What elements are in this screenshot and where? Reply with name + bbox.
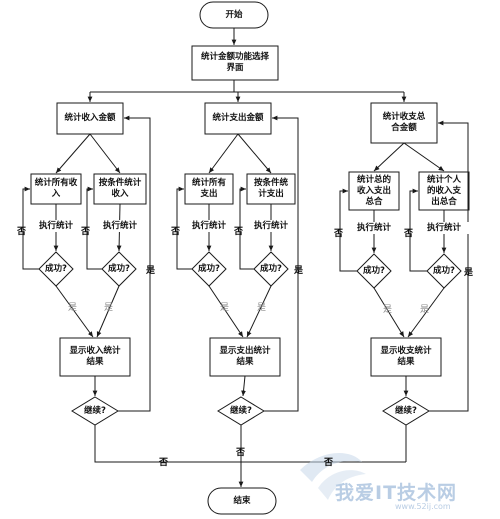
total-exec-all-label: 执行统计 <box>348 222 400 234</box>
total-success-all-label: 成功? <box>363 265 385 276</box>
expense-exec-all-label: 执行统计 <box>183 220 235 232</box>
income-all-node: 统计所有收 入 <box>34 178 78 199</box>
total-all-yes-edge <box>373 287 405 338</box>
total-continue-yes-edge <box>429 120 469 412</box>
income-all-yes-edge <box>55 285 94 338</box>
total-cond-yes-label: 是 <box>420 305 430 315</box>
total-title-node: 统计收支总 合金额 <box>382 112 426 133</box>
income-title-node: 统计收入金额 <box>64 113 116 123</box>
income-result-shape <box>59 337 131 377</box>
expense-cond-no-label: 否 <box>234 227 244 237</box>
total-cond-retry-edge <box>409 188 427 272</box>
watermark-url: www.52ij.com <box>395 502 451 511</box>
continue-no-merge-edges <box>94 425 407 463</box>
income-cond-yes-edge <box>96 285 120 338</box>
income-all-retry-edge <box>22 186 39 270</box>
watermark-logo <box>300 452 366 500</box>
total-cond-node: 统计个人 的收入支 出总合 <box>426 174 461 207</box>
expense-cond-retry-edge <box>239 186 254 270</box>
expense-continue-yes-label: 是 <box>294 266 304 276</box>
total-continue-label: 继续? <box>395 405 417 416</box>
total-all-shape <box>348 171 400 211</box>
total-to-all-edge <box>373 142 405 172</box>
expense-success-all-label: 成功? <box>198 263 220 274</box>
expense-all-node: 统计所有 支出 <box>191 178 226 199</box>
income-to-all-edge <box>55 133 91 174</box>
income-to-cond-edge <box>89 133 121 174</box>
expense-continue-no-label: 否 <box>236 448 246 458</box>
select-box-shape <box>191 45 279 81</box>
total-continue-no-label: 否 <box>324 458 334 468</box>
select-split-edges <box>89 80 405 102</box>
expense-title-node: 统计支出金额 <box>212 113 264 123</box>
total-cond-shape <box>418 171 470 211</box>
income-success-all-label: 成功? <box>45 263 67 274</box>
expense-cond-yes-label: 是 <box>257 303 267 313</box>
expense-all-retry-edge <box>176 186 192 270</box>
income-continue-yes-edge <box>118 115 151 412</box>
income-exec-all-label: 执行统计 <box>30 220 82 232</box>
expense-cond-yes-edge <box>246 285 272 338</box>
expense-to-all-edge <box>208 133 239 174</box>
expense-success-cond-label: 成功? <box>260 263 282 274</box>
income-title-shape <box>56 102 124 135</box>
end-node: 结束 <box>233 495 251 506</box>
total-exec-cond-label: 执行统计 <box>418 222 470 234</box>
expense-result-node: 显示支出统计 结果 <box>219 346 271 367</box>
income-cond-yes-label: 是 <box>104 303 114 313</box>
expense-cond-shape <box>246 173 296 205</box>
expense-all-yes-edge <box>208 285 244 338</box>
expense-result-shape <box>209 337 281 377</box>
total-result-node: 显示收支统计 结果 <box>380 346 432 367</box>
income-cond-no-label: 否 <box>81 227 91 237</box>
start-node: 开始 <box>225 9 243 20</box>
expense-result-to-continue-edge <box>241 375 246 397</box>
expense-all-yes-label: 是 <box>220 303 230 313</box>
expense-continue-yes-edge <box>264 115 299 412</box>
income-continue-no-label: 否 <box>159 458 169 468</box>
income-result-node: 显示收入统计 结果 <box>69 346 121 367</box>
total-continue-yes-label: 是 <box>464 268 474 278</box>
income-exec-cond-label: 执行统计 <box>94 220 146 232</box>
total-all-yes-label: 是 <box>383 305 393 315</box>
total-all-no-label: 否 <box>334 229 344 239</box>
income-cond-retry-edge <box>86 186 102 270</box>
total-all-node: 统计总的 收入支出 总合 <box>356 174 391 207</box>
income-continue-label: 继续? <box>84 405 106 416</box>
income-all-yes-label: 是 <box>68 303 78 313</box>
watermark-brand: 我爱IT技术网 <box>335 482 458 504</box>
total-cond-no-label: 否 <box>404 229 414 239</box>
expense-exec-cond-label: 执行统计 <box>245 220 297 232</box>
expense-continue-label: 继续? <box>230 405 252 416</box>
expense-to-cond-edge <box>237 133 272 174</box>
income-continue-yes-label: 是 <box>146 266 156 276</box>
expense-cond-node: 按条件统 计支出 <box>253 178 288 199</box>
expense-all-shape <box>184 173 234 205</box>
select-node: 统计金额功能选择 界面 <box>200 52 269 73</box>
total-result-shape <box>370 337 442 377</box>
expense-all-no-label: 否 <box>171 227 181 237</box>
income-all-no-label: 否 <box>17 227 27 237</box>
income-cond-node: 按条件统计 收入 <box>98 178 142 199</box>
connectors <box>22 28 469 487</box>
total-cond-yes-edge <box>407 287 445 338</box>
expense-title-shape <box>204 102 272 135</box>
income-success-cond-label: 成功? <box>108 263 130 274</box>
total-all-retry-edge <box>339 188 357 272</box>
total-to-cond-edge <box>403 142 445 172</box>
end-terminal-shape <box>207 487 277 515</box>
total-success-cond-label: 成功? <box>433 265 455 276</box>
